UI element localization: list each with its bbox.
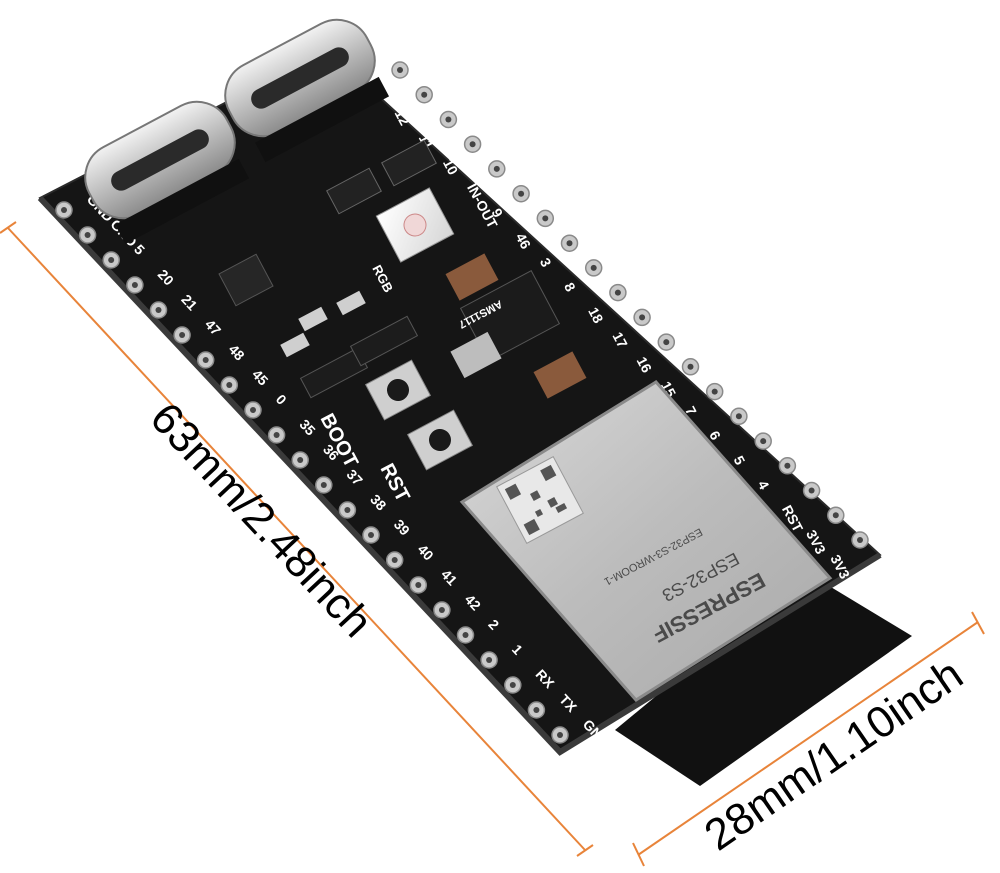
pin-hole [509,682,516,688]
smd-components [218,139,587,399]
pin-hole [493,165,500,172]
pin-hole [857,537,863,543]
pin-hole [808,487,815,494]
pin-hole [518,190,525,197]
usb-c-port-2 [224,18,390,163]
pin-label: 17 [609,329,631,350]
pin-label: 18 [585,304,607,325]
pin-hole [639,314,646,321]
pin-hole [469,141,476,148]
pin-hole [179,332,186,338]
pin-hole [687,363,694,370]
pin-hole [297,457,304,463]
dimension-lines [0,221,985,867]
pin-hole [566,240,573,247]
antenna-area [615,572,912,786]
pin-hole [735,413,742,420]
boot-button[interactable] [364,359,432,421]
pin-label: 10 [440,156,462,177]
rgb-led [375,187,455,263]
pin-hole [131,282,138,288]
pin-hole [421,91,428,98]
pin-hole [108,257,115,263]
qr-code [496,456,584,544]
pin-hole [84,232,91,238]
pin-hole [711,388,718,395]
pin-hole [273,432,280,438]
pin-hole [486,657,493,663]
pin-hole [590,264,597,271]
pin-hole [61,207,67,213]
pin-hole [155,307,162,313]
pin-hole [663,339,670,346]
pin-hole [320,482,327,488]
pin-hole [760,438,767,445]
right-pin-pads [391,61,869,549]
pin-hole [202,357,209,363]
rst-button[interactable] [406,409,474,471]
pin-hole [438,607,445,613]
pin-hole [832,512,839,519]
pin-hole [462,632,469,638]
pin-hole [614,289,621,296]
left-pin-pads [55,201,569,744]
pin-hole [391,557,398,563]
pin-hole [557,732,563,738]
pin-hole [250,407,256,413]
pin-hole [445,116,452,123]
usb-c-port-1 [84,100,250,245]
pin-label: 46 [513,230,535,251]
pin-hole [344,507,351,513]
pin-hole [397,67,403,73]
pin-hole [368,532,374,538]
pin-hole [533,707,540,713]
pin-label: 16 [634,354,656,375]
pin-label: 12 [392,107,414,128]
pin-hole [542,215,549,222]
pin-hole [226,382,233,388]
pin-hole [784,462,791,469]
pin-hole [415,582,422,588]
